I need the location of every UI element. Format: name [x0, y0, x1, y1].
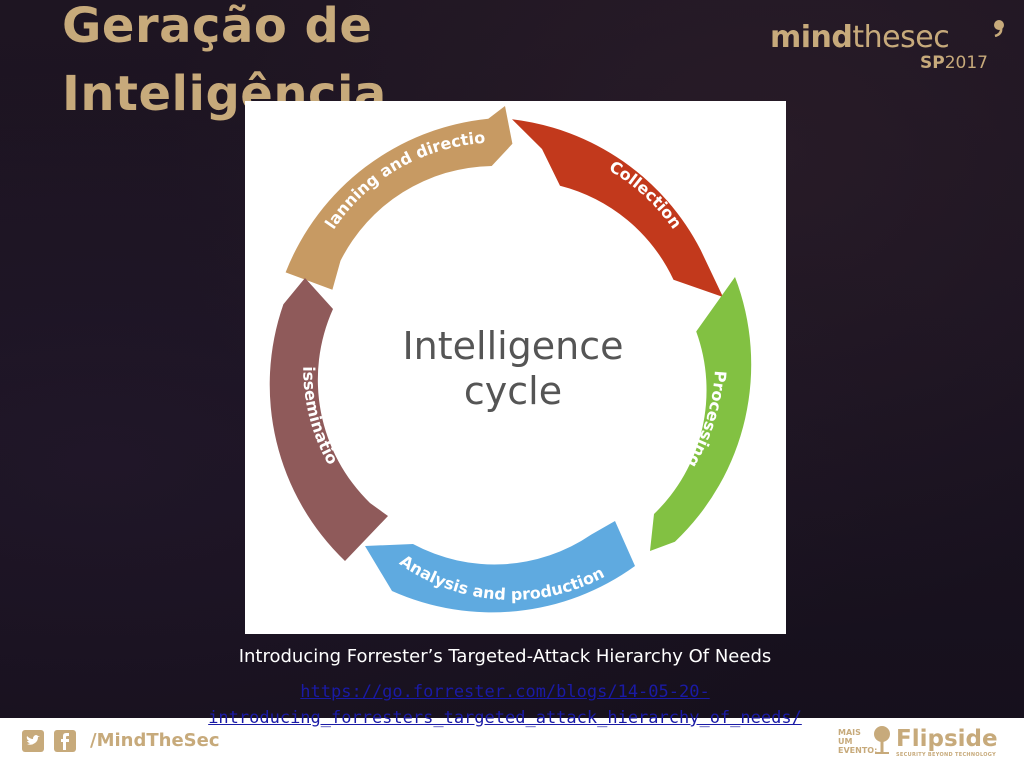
- source-link-line-2[interactable]: introducing_forresters_targeted_attack_h…: [208, 708, 802, 728]
- logo-wordmark: mindthesec: [770, 20, 950, 55]
- cycle-arc-planning: [285, 106, 513, 290]
- cycle-arc-dissemination: [269, 278, 388, 561]
- cycle-arc-collection: [512, 119, 723, 297]
- center-title-line-2: cycle: [464, 369, 562, 413]
- slide-title-line-1: Geração de: [62, 0, 373, 54]
- twitter-icon[interactable]: [22, 730, 44, 752]
- center-title-line-1: Intelligence: [402, 324, 623, 368]
- source-link-line-1[interactable]: https://go.forrester.com/blogs/14-05-20-: [300, 682, 710, 702]
- figure-caption: Introducing Forrester’s Targeted-Attack …: [238, 646, 772, 667]
- intelligence-cycle-figure: Planning and direction Collection Proces…: [245, 101, 786, 634]
- logo-quote-mark-icon: [994, 20, 1004, 37]
- cycle-arc-processing: [650, 277, 752, 551]
- logo-edition-year: 2017: [944, 53, 988, 73]
- intelligence-cycle-diagram: Planning and direction Collection Proces…: [245, 101, 752, 613]
- sponsor-tagline: SECURITY BEYOND TECHNOLOGY: [896, 752, 997, 758]
- footer-bar: [0, 718, 1024, 768]
- tree-icon: [874, 726, 890, 754]
- social-handle: /MindTheSec: [90, 730, 220, 751]
- slide-title: Geração de Inteligência: [62, 0, 387, 128]
- sponsor-prefix: MAIS UM EVENTO:: [838, 728, 878, 755]
- sponsor-name: Flipside: [896, 726, 998, 752]
- logo-edition-city: SP: [920, 53, 945, 73]
- cycle-arc-analysis: [365, 521, 635, 613]
- sponsor-logo: MAIS UM EVENTO: Flipside SECURITY BEYOND…: [838, 722, 1008, 762]
- logo-word-mind: mind: [770, 20, 853, 55]
- facebook-icon[interactable]: [54, 730, 76, 752]
- logo-edition: SP2017: [920, 53, 988, 73]
- logo-word-thesec: thesec: [852, 20, 950, 55]
- mindthesec-logo: mindthesec SP2017: [770, 20, 1010, 80]
